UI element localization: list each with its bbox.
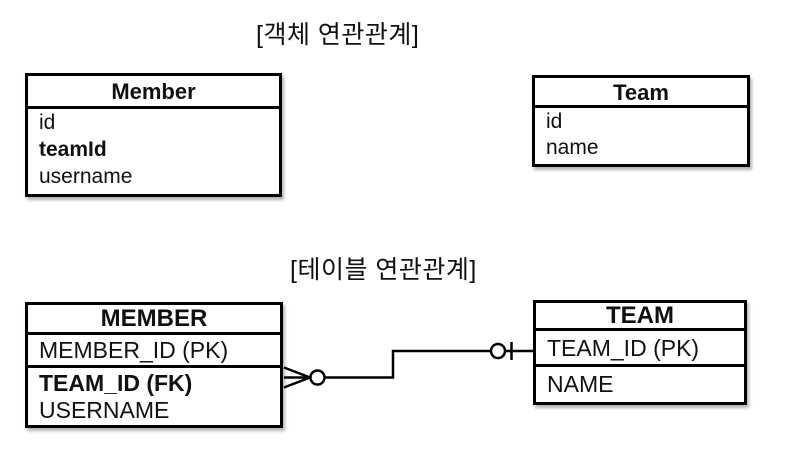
crow-foot-many-icon	[283, 366, 326, 389]
member-table-title: MEMBER	[28, 305, 280, 335]
member-field-username: username	[39, 165, 133, 188]
member-column-team-id-fk: TEAM_ID (FK)	[39, 370, 193, 396]
team-class-title: Team	[535, 78, 747, 108]
member-class-box: Member id teamId username	[25, 73, 282, 197]
team-column-name: NAME	[547, 371, 614, 397]
relationship-line	[324, 349, 491, 379]
object-association-title: [객체 연관관계]	[256, 21, 420, 49]
member-column-member-id-pk: MEMBER_ID (PK)	[28, 335, 280, 368]
table-association-title: [테이블 연관관계]	[290, 256, 477, 284]
zero-or-one-icon	[489, 342, 534, 360]
member-column-username: USERNAME	[39, 397, 170, 423]
member-field-id: id	[39, 111, 56, 134]
team-table-box: TEAM TEAM_ID (PK) NAME	[533, 300, 747, 405]
team-field-name: name	[546, 136, 599, 159]
member-table-box: MEMBER MEMBER_ID (PK) TEAM_ID (FK) USERN…	[25, 302, 283, 428]
team-table-title: TEAM	[536, 303, 744, 331]
team-column-team-id-pk: TEAM_ID (PK)	[536, 331, 744, 367]
member-class-title: Member	[28, 76, 279, 109]
member-field-teamid: teamId	[39, 138, 107, 161]
team-field-id: id	[546, 110, 563, 133]
team-class-box: Team id name	[532, 75, 750, 167]
